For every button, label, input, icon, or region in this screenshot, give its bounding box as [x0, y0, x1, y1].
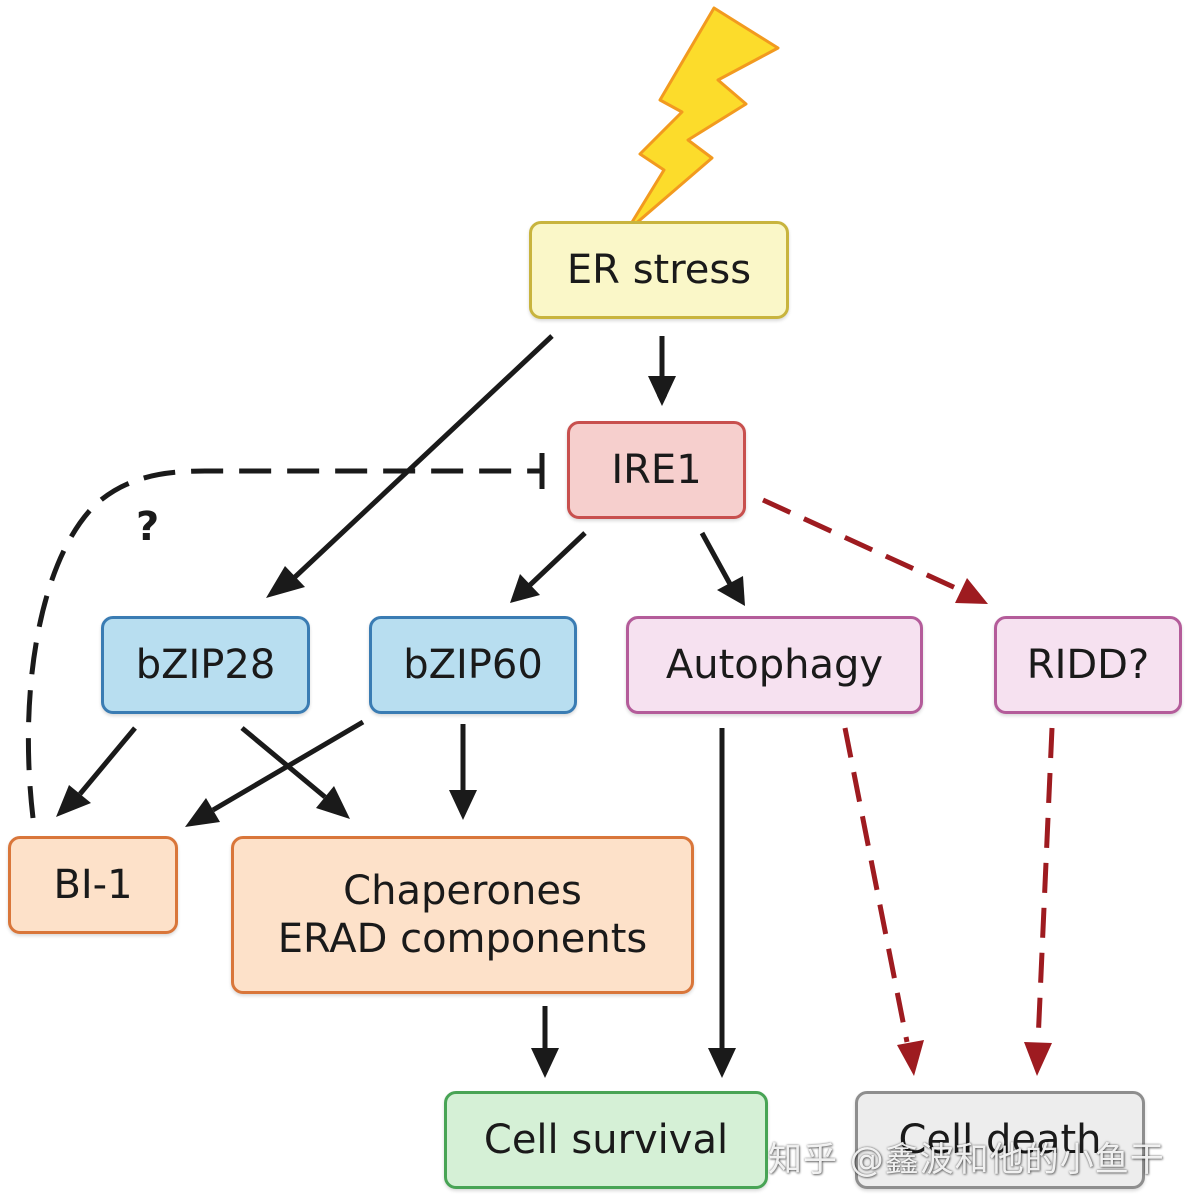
arrow-ire1-to-ridd-shaft [761, 497, 962, 593]
node-bzip28: bZIP28 [101, 616, 310, 714]
arrowhead-bzip28-to-bi1 [56, 785, 91, 817]
node-bi1: BI-1 [8, 836, 178, 934]
arrow-ire1-to-bzip60-shaft [528, 531, 587, 587]
node-autophagy-label: Autophagy [665, 642, 884, 688]
arrow-er-stress-to-bzip28-shaft [293, 334, 554, 579]
arrowhead-bzip60-to-chaperones [449, 790, 477, 820]
arrow-bzip28-to-chaperones-shaft [240, 726, 327, 799]
arrowhead-bzip60-to-bi1 [185, 798, 220, 827]
arrowhead-chaperones-to-survival [531, 1048, 559, 1078]
arrow-bzip28-to-bi1-shaft [78, 726, 137, 796]
node-bzip28-label: bZIP28 [135, 642, 276, 688]
question-mark-annotation: ? [136, 504, 160, 550]
node-bi1-label: BI-1 [53, 862, 133, 908]
lightning-icon [624, 6, 780, 234]
node-autophagy: Autophagy [626, 616, 923, 714]
arrowhead-er-stress-to-bzip28 [266, 566, 305, 598]
arrowhead-ire1-to-ridd [955, 578, 988, 604]
node-chaperones: Chaperones ERAD components [231, 836, 694, 994]
node-cell-death: Cell death [855, 1091, 1145, 1189]
arrow-ire1-to-autophagy-shaft [699, 531, 733, 586]
inhibition-bi1-to-ire1 [25, 468, 540, 819]
arrowhead-autophagy-to-death [897, 1040, 924, 1076]
node-bzip60-label: bZIP60 [403, 642, 543, 688]
node-ridd-label: RIDD? [1026, 642, 1150, 688]
arrowhead-autophagy-to-survival [708, 1048, 736, 1078]
arrowhead-er-stress-to-ire1 [648, 376, 676, 406]
node-cell-death-label: Cell death [898, 1117, 1102, 1163]
arrowhead-ire1-to-bzip60 [510, 574, 540, 603]
node-ire1-label: IRE1 [611, 447, 702, 493]
node-ridd: RIDD? [994, 616, 1182, 714]
node-cell-survival-label: Cell survival [483, 1117, 729, 1163]
node-er-stress-label: ER stress [566, 247, 752, 293]
node-chaperones-label-line1: Chaperones [343, 868, 582, 914]
arrow-bzip60-to-bi1-shaft [211, 719, 365, 813]
arrowhead-ridd-to-death [1024, 1042, 1052, 1076]
node-ire1: IRE1 [567, 421, 746, 519]
arrowhead-ire1-to-autophagy [717, 576, 745, 606]
arrow-autophagy-to-death-shaft [842, 727, 910, 1043]
arrowhead-bzip28-to-chaperones [316, 786, 350, 819]
node-bzip60: bZIP60 [369, 616, 577, 714]
node-er-stress: ER stress [529, 221, 789, 319]
node-cell-survival: Cell survival [444, 1091, 768, 1189]
watermark-text: 知乎 @鑫波和他的小鱼干 [768, 1140, 1165, 1180]
node-chaperones-label-line2: ERAD components [277, 916, 648, 962]
arrow-ridd-to-death-shaft [1035, 727, 1055, 1043]
